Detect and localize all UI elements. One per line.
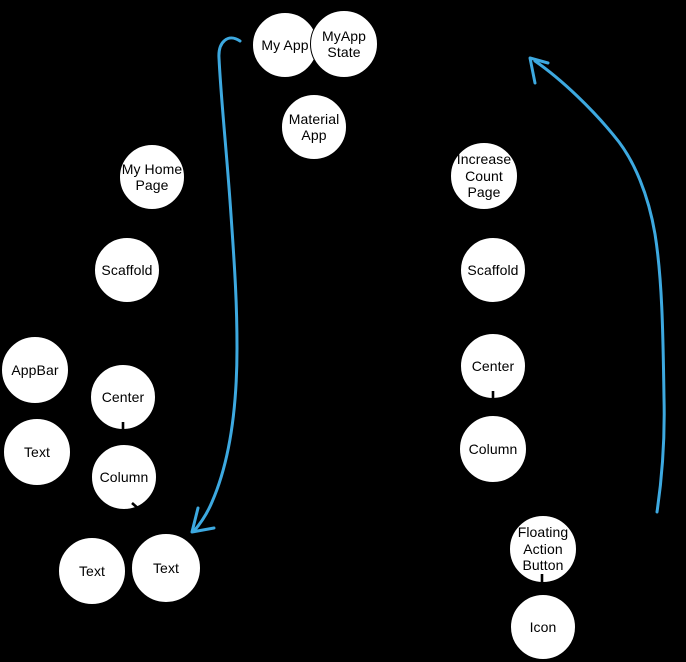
node-column-text-2-label: Text: [152, 559, 180, 576]
node-appbar-text-label: Text: [23, 443, 51, 460]
node-material-app-label: Material App: [288, 110, 340, 143]
node-column-text-2: Text: [131, 533, 201, 603]
node-my-home-page-label: My Home Page: [121, 160, 183, 193]
node-icon: Icon: [510, 594, 576, 660]
node-my-app-label: My App: [261, 36, 309, 53]
node-column-text-1-label: Text: [78, 562, 106, 579]
node-increase-count-page: Increase Count Page: [450, 142, 518, 210]
node-my-app: My App: [252, 12, 318, 78]
node-scaffold-left: Scaffold: [94, 237, 160, 303]
node-appbar: AppBar: [1, 336, 69, 404]
node-myapp-state-label: MyApp State: [321, 27, 367, 60]
node-center-right-label: Center: [471, 357, 515, 374]
node-increase-count-page-label: Increase Count Page: [456, 151, 512, 201]
node-center-right: Center: [460, 333, 526, 399]
node-column-right: Column: [459, 415, 527, 483]
node-scaffold-right-label: Scaffold: [467, 261, 519, 278]
node-appbar-text: Text: [3, 418, 71, 486]
node-column-left-label: Column: [99, 468, 149, 485]
flow-arrow-down-icon: [190, 36, 242, 534]
node-center-left-label: Center: [101, 388, 145, 405]
node-appbar-label: AppBar: [11, 361, 59, 378]
node-icon-label: Icon: [529, 618, 557, 635]
node-material-app: Material App: [281, 94, 347, 160]
node-column-left: Column: [91, 444, 157, 510]
node-floating-action-button: Floating Action Button: [509, 515, 577, 583]
node-floating-action-button-label: Floating Action Button: [517, 524, 569, 574]
flow-arrow-up-icon: [528, 56, 666, 514]
node-scaffold-right: Scaffold: [460, 237, 526, 303]
node-column-text-1: Text: [58, 537, 126, 605]
node-my-home-page: My Home Page: [119, 144, 185, 210]
node-myapp-state: MyApp State: [310, 10, 378, 78]
node-center-left: Center: [90, 364, 156, 430]
node-scaffold-left-label: Scaffold: [101, 261, 153, 278]
node-column-right-label: Column: [468, 440, 518, 457]
